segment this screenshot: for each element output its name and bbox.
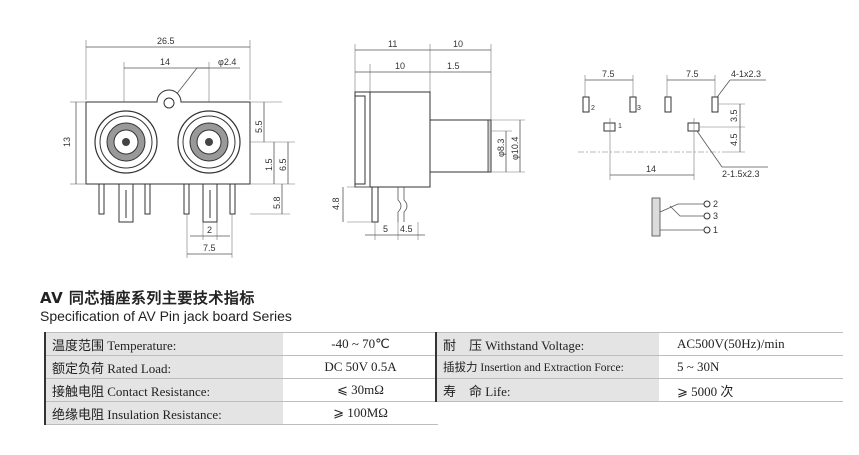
spec-row: 接触电阻 Contact Resistance: ⩽ 30mΩ (44, 378, 438, 402)
spec-value-contact-resistance: ⩽ 30mΩ (283, 378, 438, 402)
dim-5-8: 5.8 (272, 196, 282, 209)
spec-row: 额定负荷 Rated Load: DC 50V 0.5A (44, 355, 438, 379)
dim-2: 2 (207, 225, 212, 235)
spec-title-zh: AV 同芯插座系列主要技术指标 (40, 289, 255, 307)
spec-label-withstand-voltage: 耐 压 Withstand Voltage: (435, 332, 659, 356)
sch-pin-2: 2 (713, 199, 718, 209)
dim-4-5-pcb: 4.5 (729, 133, 739, 146)
spec-value-rated-load: DC 50V 0.5A (283, 355, 438, 379)
side-view: 11 10 10 1.5 φ8.3 φ10.4 4.8 (331, 39, 525, 240)
dim-13: 13 (62, 137, 72, 147)
dim-4-5-side: 4.5 (400, 224, 413, 234)
dim-10-top: 10 (453, 39, 463, 49)
dim-5-side: 5 (383, 224, 388, 234)
pcb-pin-2: 2 (591, 105, 595, 112)
spec-row: 耐 压 Withstand Voltage: AC500V(50Hz)/min (435, 332, 843, 356)
spec-value-withstand-voltage: AC500V(50Hz)/min (659, 332, 843, 356)
spec-table-left: 温度范围 Temperature: -40 ~ 70℃ 额定负荷 Rated L… (44, 332, 438, 425)
dim-1-5-side: 1.5 (447, 61, 460, 71)
dim-26-5: 26.5 (157, 36, 175, 46)
spec-label-insulation-resistance: 绝缘电阻 Insulation Resistance: (44, 401, 283, 425)
sch-pin-3: 3 (713, 211, 718, 221)
dim-6-5: 6.5 (278, 158, 288, 171)
dim-7-5-pcb-a: 7.5 (602, 69, 615, 79)
dim-phi-2-4: φ2.4 (218, 57, 236, 67)
spec-label-life: 寿 命 Life: (435, 378, 659, 402)
dim-14-pcb: 14 (646, 164, 656, 174)
sch-pin-1: 1 (713, 225, 718, 235)
dim-7-5-front: 7.5 (203, 243, 216, 253)
dim-4-8: 4.8 (331, 197, 341, 210)
dim-5-5: 5.5 (254, 120, 264, 133)
spec-title-en: Specification of AV Pin jack board Serie… (40, 308, 292, 324)
front-view: 26.5 14 φ2.4 (62, 36, 295, 258)
spec-row: 温度范围 Temperature: -40 ~ 70℃ (44, 332, 438, 356)
spec-value-insertion-force: 5 ~ 30N (659, 355, 843, 379)
dim-4-1x2-3: 4-1x2.3 (731, 69, 761, 79)
dim-3-5: 3.5 (729, 109, 739, 122)
dim-1-5: 1.5 (264, 158, 274, 171)
spec-label-insertion-force: 插拔力 Insertion and Extraction Force: (435, 355, 659, 379)
dim-14-front: 14 (160, 57, 170, 67)
spec-row: 寿 命 Life: ⩾ 5000 次 (435, 378, 843, 402)
pcb-layout: 7.5 7.5 4-1x2.3 2 3 1 14 3.5 (578, 69, 768, 180)
spec-table-right: 耐 压 Withstand Voltage: AC500V(50Hz)/min … (435, 332, 843, 402)
dim-7-5-pcb-b: 7.5 (686, 69, 699, 79)
dim-11: 11 (388, 39, 397, 49)
spec-label-contact-resistance: 接触电阻 Contact Resistance: (44, 378, 283, 402)
spec-value-temperature: -40 ~ 70℃ (283, 332, 438, 356)
technical-drawing: 26.5 14 φ2.4 (62, 36, 768, 258)
spec-value-insulation-resistance: ⩾ 100MΩ (283, 401, 438, 425)
pcb-pin-1: 1 (618, 123, 622, 130)
dim-10: 10 (395, 61, 405, 71)
spec-label-temperature: 温度范围 Temperature: (44, 332, 283, 356)
spec-label-rated-load: 额定负荷 Rated Load: (44, 355, 283, 379)
dim-phi-10-4: φ10.4 (510, 137, 520, 160)
spec-value-life: ⩾ 5000 次 (659, 378, 843, 402)
dim-phi-8-3: φ8.3 (496, 139, 506, 157)
pcb-pin-3: 3 (637, 105, 641, 112)
schematic: 2 3 1 (651, 197, 718, 237)
dim-2-1-5x2-3: 2-1.5x2.3 (722, 169, 760, 179)
spec-row: 绝缘电阻 Insulation Resistance: ⩾ 100MΩ (44, 401, 438, 425)
spec-row: 插拔力 Insertion and Extraction Force: 5 ~ … (435, 355, 843, 379)
